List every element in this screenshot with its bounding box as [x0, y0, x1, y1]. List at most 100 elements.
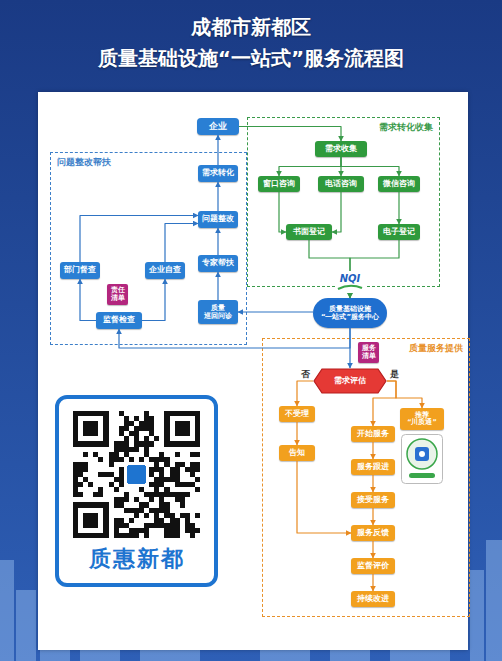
- qr-code: [73, 411, 200, 538]
- mini-card: [402, 435, 443, 484]
- process-box: 推荐 “川质通”: [400, 408, 444, 430]
- connector: [279, 192, 286, 232]
- mini-code-ring: [407, 439, 437, 469]
- node-text: 服务 清单: [359, 345, 378, 360]
- node-text: 接受服务: [352, 496, 394, 505]
- connector: [372, 442, 373, 459]
- process-box: 监督评价: [351, 558, 395, 574]
- group-heading: 需求转化收集: [379, 122, 433, 134]
- mini-app-code: [401, 434, 443, 484]
- process-box: 部门督查: [60, 262, 100, 279]
- node-text: 需求收集: [316, 144, 366, 153]
- connector: [142, 279, 165, 321]
- process-box: 微信咨询: [378, 176, 420, 192]
- node-text: 告知: [280, 449, 314, 458]
- mini-code-dot: [419, 451, 425, 457]
- process-box: 需求收集: [315, 141, 367, 157]
- decision-fill: [314, 369, 386, 393]
- edge-label: 是: [390, 368, 399, 381]
- node-text: 监督评价: [352, 562, 394, 571]
- logo-background: [335, 271, 365, 293]
- qr-card: 质惠新都: [55, 395, 218, 587]
- node-text: 持续改进: [352, 595, 394, 604]
- mini-code-icon: [415, 447, 429, 461]
- connector: [80, 216, 198, 263]
- process-box: 需求转化: [198, 165, 238, 182]
- connector: [297, 381, 313, 406]
- connector: [340, 157, 341, 176]
- node-text: 部门督查: [61, 266, 99, 275]
- qr-modules: [73, 411, 200, 538]
- process-box: 不受理: [279, 406, 315, 422]
- process-box: 电话咨询: [318, 176, 364, 192]
- node-text: 电话咨询: [319, 180, 363, 189]
- node-text: 监督检查: [97, 316, 141, 325]
- node-text: 微信咨询: [379, 180, 419, 189]
- connector: [398, 192, 399, 224]
- list-tag: 责任 清单: [107, 284, 128, 305]
- node-text: 服务反馈: [352, 529, 394, 538]
- process-box: 监督检查: [96, 312, 142, 329]
- node-text: 专家帮扶: [199, 259, 237, 268]
- process-box: 告知: [279, 445, 315, 461]
- connector: [80, 279, 96, 321]
- node-text: 开始服务: [352, 430, 394, 439]
- process-box: 持续改进: [351, 591, 395, 607]
- process-box: 企业自查: [145, 262, 185, 279]
- connector: [239, 127, 341, 142]
- group-region: 问题整改帮扶需求转化问题整改专家帮扶质量 巡回问诊部门督查企业自查责任 清单监督…: [50, 152, 247, 345]
- connector: [372, 541, 373, 558]
- process-box: 服务跟进: [351, 459, 395, 475]
- connector: [217, 135, 218, 165]
- node-text: 需求评估: [314, 376, 386, 385]
- process-box: 书面登记: [286, 224, 332, 240]
- title-area: 成都市新都区 质量基础设施“一站式”服务流程图: [71, 12, 431, 74]
- group-heading: 质量服务提供: [409, 343, 463, 355]
- connector: [279, 157, 341, 176]
- connector: [372, 574, 373, 591]
- node-text: 企业: [198, 122, 238, 132]
- process-box: 电子登记: [378, 224, 420, 240]
- node-text: 质量基础设施 “一站式”服务中心: [314, 305, 386, 321]
- node-text: 问题整改: [199, 215, 237, 224]
- connector: [217, 182, 218, 211]
- connector: [332, 192, 341, 232]
- card-caption: 质惠新都: [59, 545, 214, 573]
- connector: [165, 224, 198, 263]
- connector: [238, 311, 313, 312]
- edge-label: 否: [301, 368, 310, 381]
- qr-center-mark: [127, 465, 146, 484]
- process-box: 专家帮扶: [198, 255, 238, 272]
- connector: [341, 157, 399, 176]
- title-text: 成都市新都区 质量基础设施“一站式”服务流程图: [71, 12, 431, 74]
- node-text: 责任 清单: [108, 287, 127, 302]
- connector: [349, 328, 350, 368]
- node-text: 书面登记: [287, 228, 331, 237]
- process-box: 服务反馈: [351, 525, 395, 541]
- connector: [372, 475, 373, 492]
- connector: [296, 422, 297, 445]
- connector: [217, 228, 218, 255]
- node-text: 服务跟进: [352, 463, 394, 472]
- connector: [119, 328, 350, 348]
- hub-box: 质量基础设施 “一站式”服务中心: [313, 298, 387, 328]
- process-box: 开始服务: [351, 426, 395, 442]
- process-box: 问题整改: [198, 211, 238, 228]
- logo-text: NQI: [334, 272, 366, 286]
- node-text: 推荐 “川质通”: [401, 412, 443, 427]
- decision-shape: 需求评估: [313, 368, 387, 394]
- process-box: 接受服务: [351, 492, 395, 508]
- node-text: 需求转化: [199, 169, 237, 178]
- list-tag: 服务 清单: [358, 342, 379, 363]
- process-box: 窗口咨询: [258, 176, 300, 192]
- start-box: 企业: [197, 118, 239, 135]
- node-text: 企业自查: [146, 266, 184, 275]
- node-text: 电子登记: [379, 228, 419, 237]
- node-text: 质量 巡回问诊: [199, 304, 237, 320]
- mini-code-bar: [409, 473, 435, 478]
- connector: [217, 272, 218, 300]
- connector: [387, 381, 422, 408]
- node-text: 窗口咨询: [259, 180, 299, 189]
